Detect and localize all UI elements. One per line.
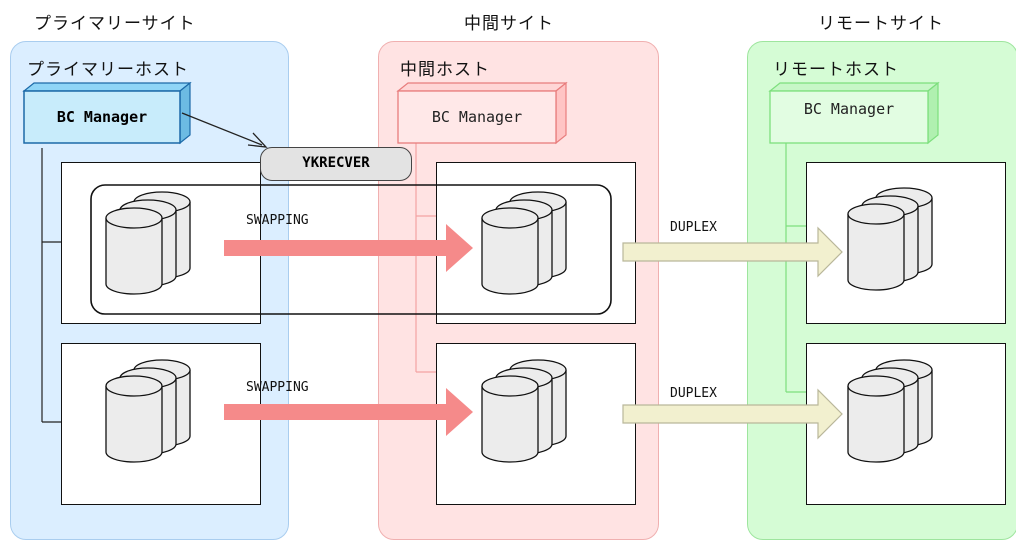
consistency-group-outline [90, 184, 612, 315]
duplex-label-2: DUPLEX [670, 386, 717, 401]
intermediate-site-title: 中間サイト [464, 14, 554, 34]
command-arrow [181, 112, 268, 148]
primary-bc-manager-box [22, 81, 192, 145]
swap-arrow-2 [224, 388, 473, 436]
duplex-arrow-1 [622, 226, 843, 278]
intermediate-volume-1 [482, 192, 566, 294]
swapping-label-1: SWAPPING [246, 213, 309, 228]
intermediate-bc-manager-label: BC Manager [431, 108, 523, 126]
swapping-label-2: SWAPPING [246, 380, 309, 395]
intermediate-host-label: 中間ホスト [400, 60, 490, 80]
primary-volume-2 [106, 360, 190, 462]
remote-volume-2 [848, 360, 932, 462]
swap-arrow-1 [224, 224, 473, 272]
remote-host-label: リモートホスト [773, 60, 899, 80]
primary-bc-manager-label: BC Manager [56, 108, 148, 126]
primary-host-label: プライマリーホスト [27, 60, 189, 80]
ykrecver-command: YKRECVER [260, 147, 412, 181]
remote-host-connector [785, 134, 806, 393]
intermediate-bc-manager-box [396, 81, 568, 145]
primary-site-title: プライマリーサイト [34, 14, 196, 34]
remote-bc-manager-label: BC Manager [803, 100, 895, 118]
remote-volume-1 [848, 188, 932, 290]
intermediate-volume-2 [482, 360, 566, 462]
primary-volume-1 [106, 192, 190, 294]
primary-host-connector [41, 148, 61, 423]
remote-bc-manager-box [768, 81, 940, 145]
duplex-label-1: DUPLEX [670, 220, 717, 235]
remote-site-title: リモートサイト [818, 14, 944, 34]
duplex-arrow-2 [622, 388, 843, 440]
